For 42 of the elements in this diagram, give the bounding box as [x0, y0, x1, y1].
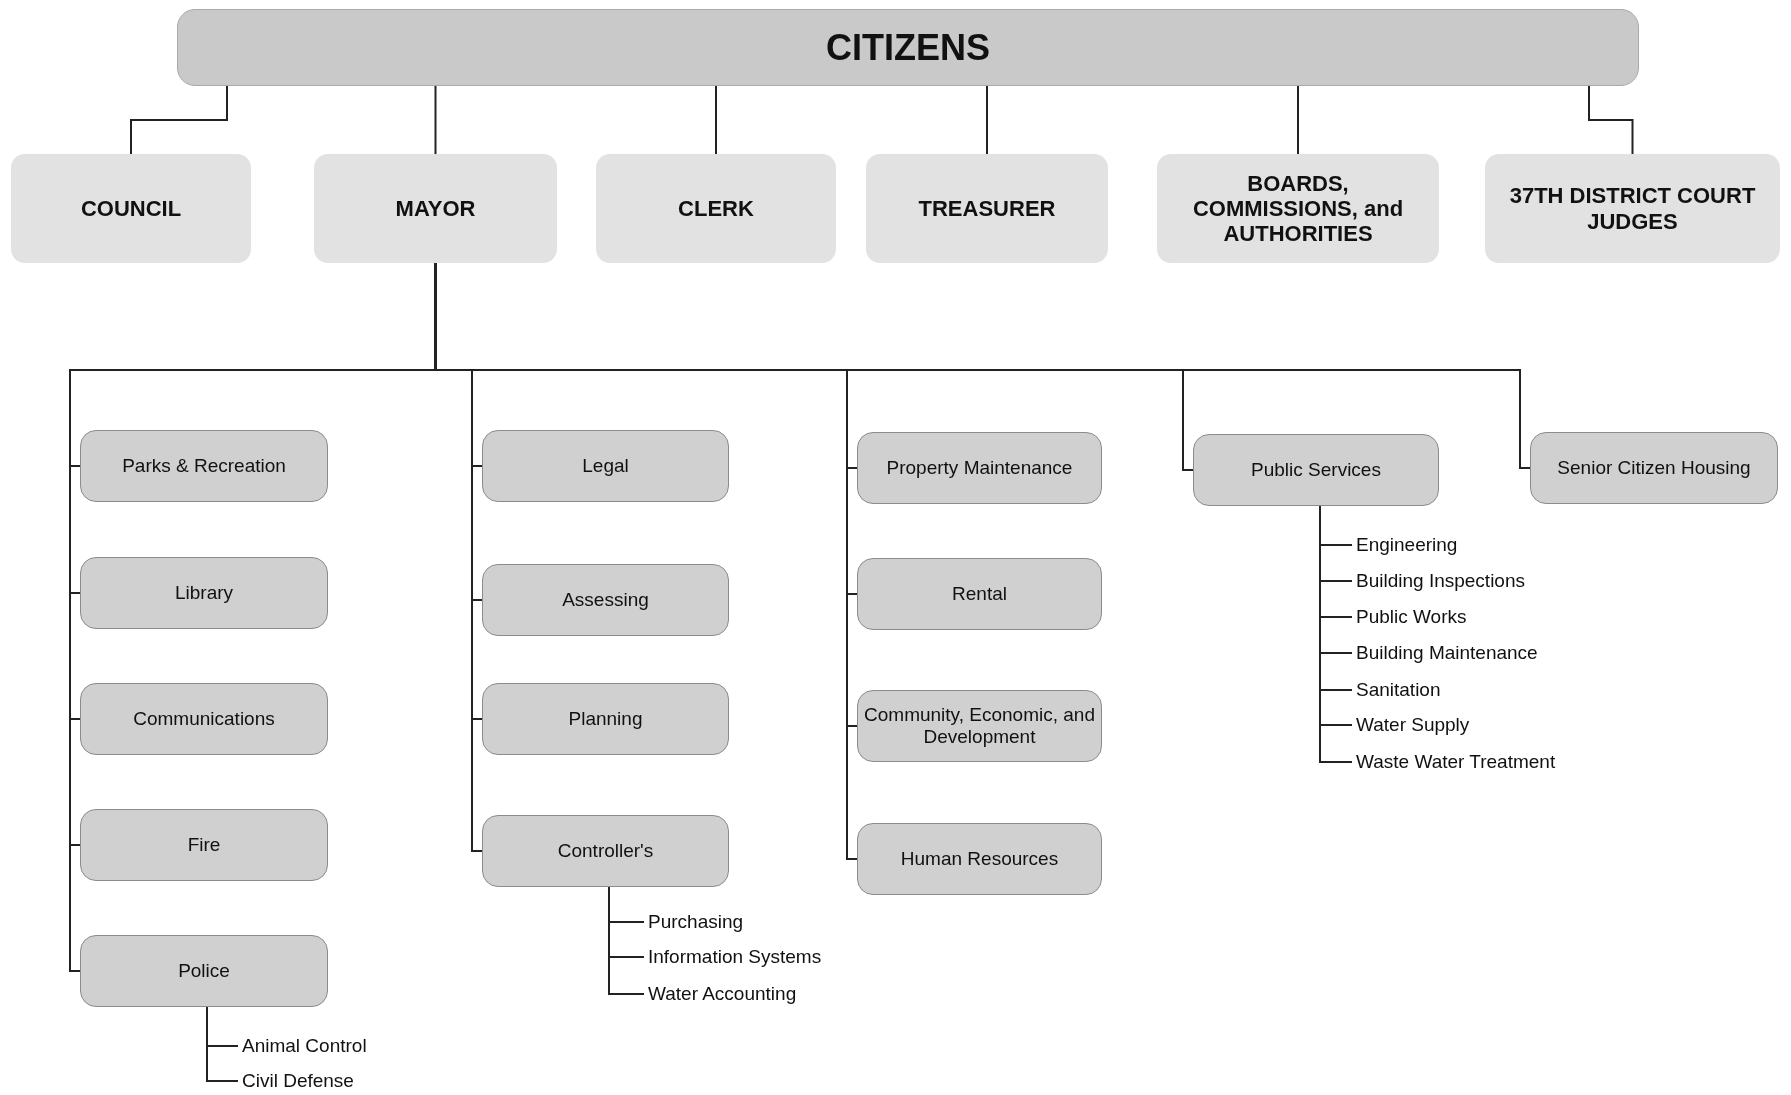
sub-unit-label: Water Accounting: [648, 982, 797, 1006]
office-box: MAYOR: [314, 154, 557, 263]
sub-unit-label: Sanitation: [1356, 678, 1441, 702]
office-box: CLERK: [596, 154, 836, 263]
connector-line: [1588, 85, 1634, 155]
sub-unit-label: Purchasing: [648, 910, 744, 934]
citizens-box: CITIZENS: [177, 9, 1639, 86]
connector-line: [1297, 85, 1299, 155]
sub-unit-label: Information Systems: [648, 945, 822, 969]
department-box: Rental: [857, 558, 1102, 630]
office-box: BOARDS, COMMISSIONS, and AUTHORITIES: [1157, 154, 1439, 263]
connector-line: [986, 85, 988, 155]
department-box: Public Services: [1193, 434, 1439, 506]
department-box: Community, Economic, and Development: [857, 690, 1102, 762]
department-box: Senior Citizen Housing: [1530, 432, 1778, 504]
department-box: Human Resources: [857, 823, 1102, 895]
department-box: Fire: [80, 809, 328, 881]
office-box: TREASURER: [866, 154, 1108, 263]
connector-line: [206, 1006, 239, 1082]
department-box: Library: [80, 557, 328, 629]
department-box: Property Maintenance: [857, 432, 1102, 504]
connector-line: [434, 85, 437, 155]
sub-unit-label: Waste Water Treatment: [1356, 750, 1556, 774]
sub-unit-label: Animal Control: [242, 1034, 367, 1058]
sub-unit-label: Building Inspections: [1356, 569, 1525, 593]
department-box: Planning: [482, 683, 729, 755]
sub-unit-label: Building Maintenance: [1356, 641, 1538, 665]
department-box: Parks & Recreation: [80, 430, 328, 502]
connector-line: [130, 85, 228, 155]
department-box: Police: [80, 935, 328, 1007]
office-box: 37TH DISTRICT COURT JUDGES: [1485, 154, 1780, 263]
department-box: Controller's: [482, 815, 729, 887]
sub-unit-label: Engineering: [1356, 533, 1458, 557]
department-box: Legal: [482, 430, 729, 502]
sub-unit-label: Public Works: [1356, 605, 1467, 629]
office-box: COUNCIL: [11, 154, 251, 263]
department-box: Assessing: [482, 564, 729, 636]
department-box: Communications: [80, 683, 328, 755]
connector-line: [715, 85, 717, 155]
sub-unit-label: Civil Defense: [242, 1069, 354, 1093]
sub-unit-label: Water Supply: [1356, 713, 1470, 737]
connector-line: [608, 886, 645, 995]
